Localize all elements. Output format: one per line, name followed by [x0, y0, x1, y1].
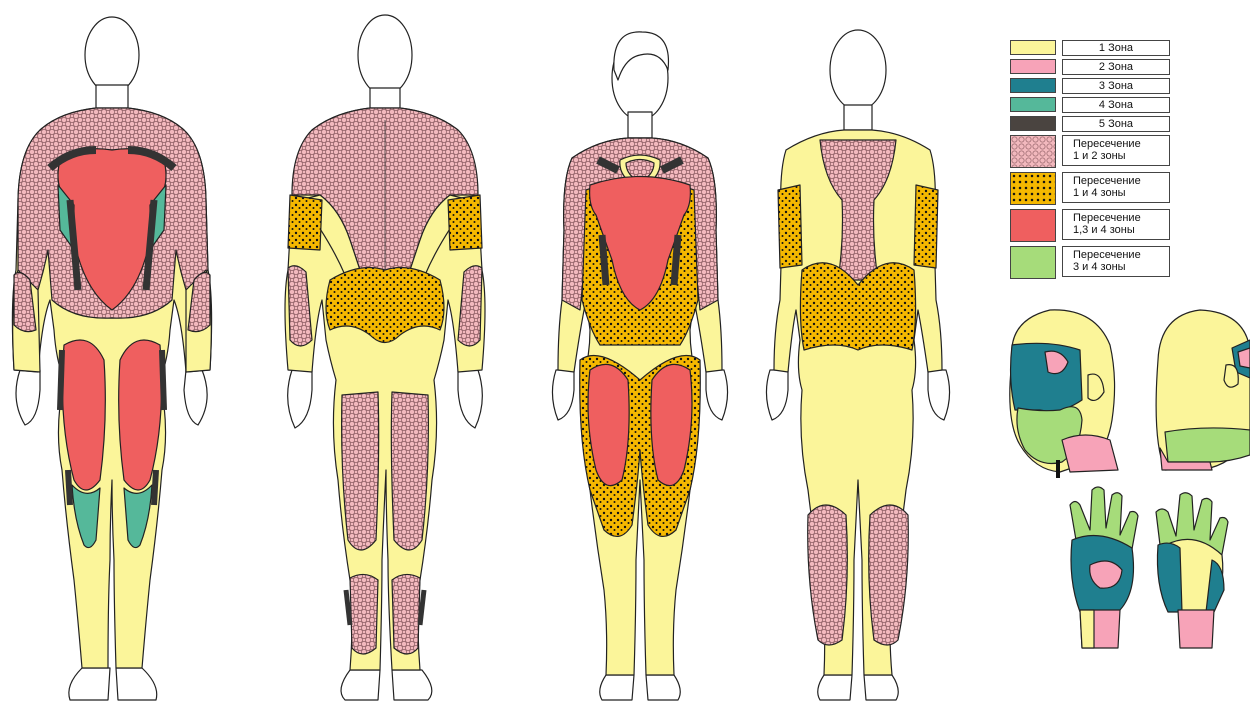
legend-item-overlap34: Пересечение 3 и 4 зоны	[1010, 246, 1170, 281]
ear-pink	[1238, 348, 1250, 368]
legend-swatch-zone5	[1010, 116, 1056, 131]
right-hand	[184, 370, 207, 425]
legend-label-zone2: 2 Зона	[1062, 59, 1170, 75]
head	[358, 15, 412, 95]
neck	[96, 85, 128, 110]
legend-label-overlap34: Пересечение 3 и 4 зоны	[1062, 246, 1170, 277]
left-hand	[16, 370, 40, 425]
female-back-figure	[766, 30, 949, 700]
legend-item-overlap134: Пересечение 1,3 и 4 зоны	[1010, 209, 1170, 244]
legend-swatch-zone1	[1010, 40, 1056, 55]
legend-label-overlap14: Пересечение 1 и 4 зоны	[1062, 172, 1170, 203]
legend-item-overlap12: Пересечение 1 и 2 зоны	[1010, 135, 1170, 170]
legend-swatch-overlap34	[1010, 246, 1056, 279]
head-back-figure	[1156, 310, 1250, 470]
wrist-yellow	[1080, 610, 1094, 648]
head-front-figure	[1010, 310, 1118, 478]
male-back-figure	[285, 15, 485, 700]
wrist-pink	[1178, 610, 1214, 648]
legend-label-overlap12: Пересечение 1 и 2 зоны	[1062, 135, 1170, 166]
calf-hatch-right	[392, 574, 420, 654]
legend-swatch-overlap12	[1010, 135, 1056, 168]
head	[85, 17, 139, 93]
upperarm-dots-right	[914, 185, 938, 268]
legend-swatch-overlap14	[1010, 172, 1056, 205]
leg-hatch-right	[391, 392, 428, 550]
upperarm-dots-left	[778, 185, 802, 268]
legend-item-overlap14: Пересечение 1 и 4 зоны	[1010, 172, 1170, 207]
left-foot	[69, 668, 110, 700]
legend-label-zone1: 1 Зона	[1062, 40, 1170, 56]
legend-label-overlap134: Пересечение 1,3 и 4 зоны	[1062, 209, 1170, 240]
calf-hatch-left	[350, 574, 378, 654]
hand-palm-figure	[1070, 487, 1138, 648]
female-front-figure	[552, 32, 727, 700]
leg-hatch-left	[342, 392, 379, 550]
right-foot	[116, 668, 157, 700]
legend-swatch-zone3	[1010, 78, 1056, 93]
upperarm-dots-left	[288, 195, 322, 250]
legend-label-zone3: 3 Зона	[1062, 78, 1170, 94]
male-front-figure	[12, 17, 211, 700]
legend-item-zone5: 5 Зона	[1010, 116, 1170, 133]
backhand-teal-left	[1157, 543, 1182, 612]
calf-hatch-left	[808, 505, 848, 645]
legend-swatch-zone2	[1010, 59, 1056, 74]
hand-back-figure	[1156, 493, 1228, 648]
upperarm-dots-right	[448, 195, 482, 250]
ear	[1224, 365, 1238, 388]
legend-swatch-overlap134	[1010, 209, 1056, 242]
legend-item-zone4: 4 Зона	[1010, 97, 1170, 114]
neck-green-band	[1165, 428, 1250, 462]
calf-hatch-right	[869, 505, 909, 645]
head	[830, 30, 886, 110]
legend-swatch-zone4	[1010, 97, 1056, 112]
legend-item-zone1: 1 Зона	[1010, 40, 1170, 57]
neck-pink	[1062, 435, 1118, 472]
legend-item-zone2: 2 Зона	[1010, 59, 1170, 76]
legend-label-zone4: 4 Зона	[1062, 97, 1170, 113]
legend-label-zone5: 5 Зона	[1062, 116, 1170, 132]
legend-item-zone3: 3 Зона	[1010, 78, 1170, 95]
